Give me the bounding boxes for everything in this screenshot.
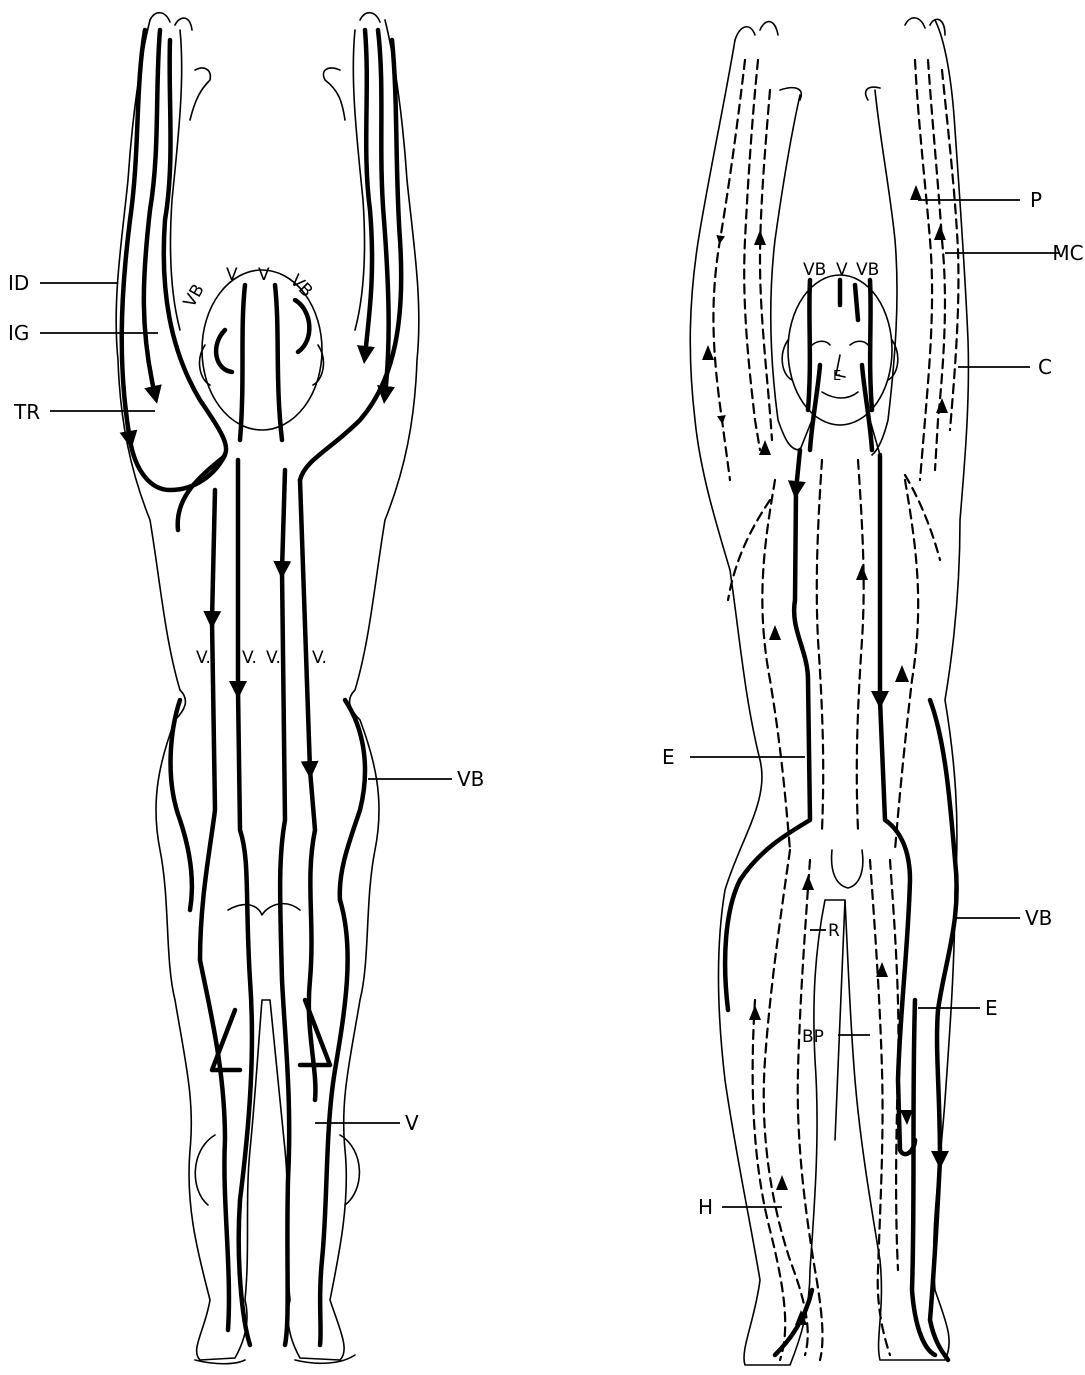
back-meridian-hip-left bbox=[171, 700, 192, 910]
label-back-head-v-left: V bbox=[226, 265, 238, 285]
back-head-lines bbox=[240, 285, 282, 440]
label-hip-vb: VB bbox=[457, 767, 484, 791]
back-right-arm-inner bbox=[353, 30, 364, 330]
arrow-up-thigh bbox=[802, 875, 814, 890]
back-head-swirl-right bbox=[295, 300, 309, 352]
label-r: R bbox=[828, 921, 840, 941]
label-back-v2: V. bbox=[242, 648, 257, 668]
label-e-right: E bbox=[985, 996, 998, 1020]
label-p: P bbox=[1030, 188, 1042, 212]
label-front-head-vb-right: VB bbox=[856, 260, 879, 280]
back-labels: ID IG TR VB V V VB V. V. V. V. VB V bbox=[8, 265, 484, 1135]
back-meridian-v4b bbox=[309, 770, 316, 1100]
label-vb-right: VB bbox=[1025, 906, 1052, 930]
front-meridian-vb-b bbox=[930, 1160, 948, 1360]
front-eyes bbox=[812, 341, 868, 345]
front-meridian-e-left-b bbox=[725, 490, 810, 1010]
back-right-hand bbox=[323, 13, 380, 120]
label-back-head-vb-right: VB bbox=[286, 271, 317, 302]
front-dashed-arm-left-3 bbox=[760, 90, 772, 440]
label-ig: IG bbox=[8, 321, 29, 345]
arrow-up-side-right bbox=[895, 665, 909, 682]
back-meridian-right-arm-2 bbox=[365, 30, 372, 355]
label-mc: MC bbox=[1052, 241, 1083, 265]
back-knee-left bbox=[195, 1135, 215, 1205]
label-e-left: E bbox=[662, 745, 675, 769]
back-meridian-v2b bbox=[238, 690, 252, 1345]
label-tr: TR bbox=[13, 400, 40, 424]
front-dashed-leg-right-1 bbox=[870, 860, 890, 1355]
label-back-v4: V. bbox=[312, 648, 327, 668]
front-labels: VB V VB E P MC C E VB R E BP H bbox=[662, 188, 1084, 1219]
label-h: H bbox=[698, 1195, 713, 1219]
label-front-head-vb-left: VB bbox=[803, 260, 826, 280]
back-meridian-v3 bbox=[282, 470, 285, 570]
arrow-up-left-arm bbox=[702, 345, 714, 360]
label-id: ID bbox=[8, 271, 29, 295]
front-body-outline bbox=[690, 20, 968, 1365]
front-dashed-torso-left bbox=[762, 480, 790, 850]
back-meridian-v1b bbox=[200, 620, 215, 960]
label-back-head-vb-left: VB bbox=[180, 281, 209, 311]
back-meridian-v4 bbox=[300, 480, 310, 770]
arrow-down-e-right bbox=[900, 1110, 913, 1125]
back-knee-right bbox=[340, 1135, 359, 1205]
arrow-up-h bbox=[776, 1175, 788, 1190]
label-leg-v: V bbox=[405, 1111, 419, 1135]
front-dashed-arm-right-1 bbox=[915, 60, 932, 480]
back-head-swirl-left bbox=[216, 330, 232, 372]
back-ear-left bbox=[200, 345, 210, 385]
arrow-up-side-left bbox=[769, 625, 781, 640]
front-meridian-vb bbox=[930, 700, 957, 1160]
arrow-up-shin-left bbox=[749, 1005, 761, 1020]
label-back-head-v-right: V bbox=[258, 265, 270, 285]
back-leaders bbox=[40, 283, 452, 1123]
label-back-v1: V. bbox=[196, 648, 211, 668]
back-meridian-hip-vb bbox=[340, 700, 365, 900]
arrow-up-mc bbox=[934, 225, 946, 240]
front-arrows bbox=[702, 185, 948, 1325]
front-right-hand bbox=[866, 18, 945, 100]
front-dashed-torso-1 bbox=[817, 460, 823, 830]
front-mouth bbox=[822, 392, 858, 398]
back-meridian-right-arm-1 bbox=[378, 30, 389, 395]
label-back-v3: V. bbox=[266, 648, 281, 668]
back-left-arm-inner bbox=[170, 30, 181, 330]
label-face-e: E bbox=[833, 369, 841, 384]
front-dashed-arm-left-1 bbox=[713, 60, 745, 480]
label-bp: BP bbox=[802, 1027, 824, 1047]
front-left-arm-inner bbox=[771, 95, 800, 450]
arrow-up-left-arm-2 bbox=[754, 230, 766, 245]
label-front-head-v: V bbox=[836, 260, 848, 280]
back-meridian-id bbox=[122, 30, 145, 440]
arrow-up-torso bbox=[856, 565, 868, 580]
back-meridian-v3b bbox=[280, 570, 289, 1345]
front-dashed-side-left bbox=[728, 500, 770, 600]
front-meridian-e-left bbox=[796, 450, 800, 490]
front-groin bbox=[832, 850, 863, 888]
front-dashed-arm-left-2 bbox=[744, 60, 760, 450]
back-meridian-ig bbox=[144, 30, 160, 395]
back-meridian-leg-loop-right bbox=[300, 1000, 330, 1065]
front-dashed-torso-right bbox=[895, 480, 918, 850]
back-meridian-v1 bbox=[212, 490, 215, 620]
arrow-up-left-arm-3 bbox=[759, 440, 771, 455]
back-body-outline bbox=[116, 20, 419, 1360]
front-leaders bbox=[690, 200, 1060, 1207]
label-c: C bbox=[1038, 355, 1052, 379]
front-dashed-torso-2 bbox=[857, 460, 864, 830]
front-dashed-leg-left-1 bbox=[764, 850, 808, 1355]
back-buttocks bbox=[228, 904, 300, 915]
arrow-up-c bbox=[936, 398, 948, 413]
front-figure bbox=[690, 18, 968, 1365]
back-figure bbox=[116, 13, 419, 1364]
front-dashed-arm-right-3 bbox=[942, 70, 958, 430]
arrow-up-p bbox=[910, 185, 922, 200]
